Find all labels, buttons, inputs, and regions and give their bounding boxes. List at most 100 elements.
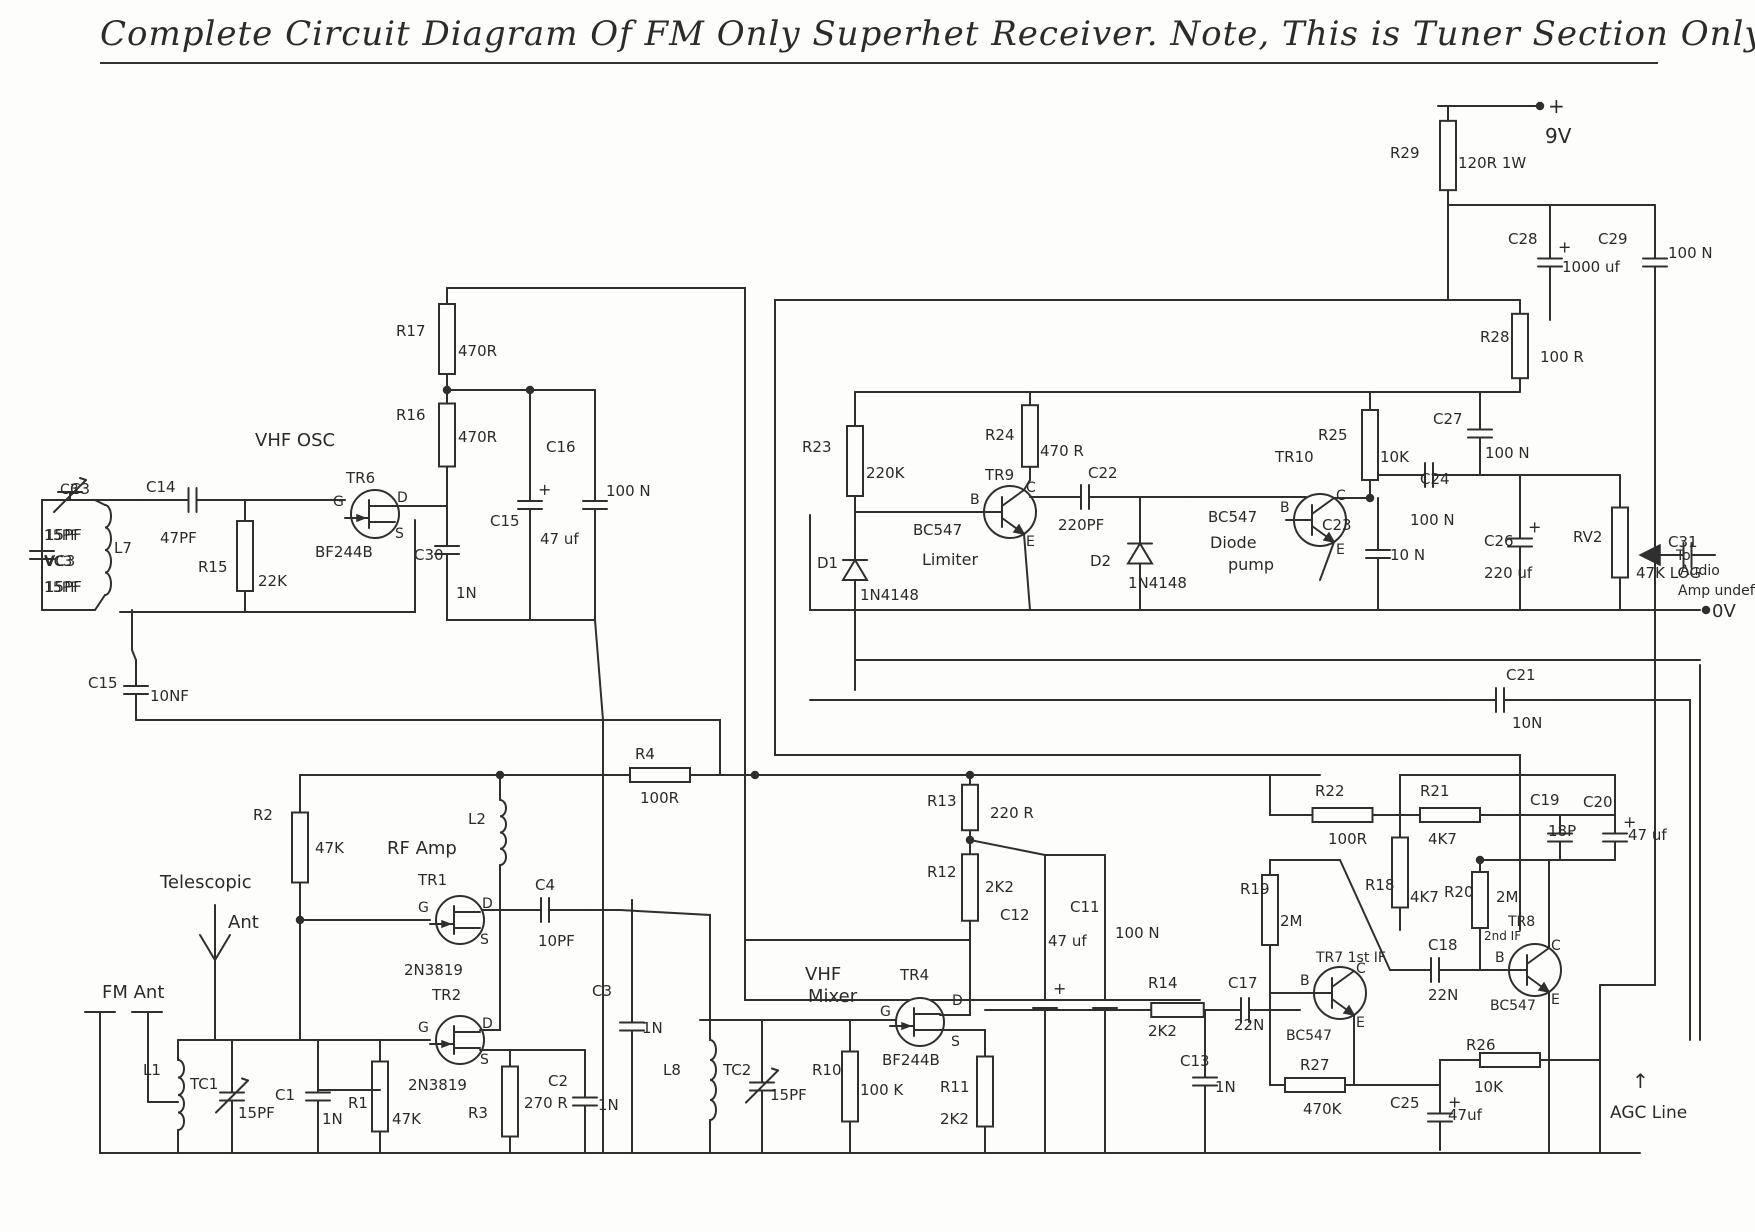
component-ref: R19 [1240, 880, 1270, 898]
pin-e: E [1336, 542, 1345, 558]
component-value: 100 N [1485, 444, 1530, 462]
pin-d: D [482, 1016, 493, 1032]
component-value: 100 N [1410, 511, 1455, 529]
component-value: 15PF [44, 580, 78, 596]
wire [1479, 939, 1502, 971]
wire [1023, 479, 1031, 491]
pin-d: D [397, 490, 408, 506]
component-ref: C3 [70, 480, 90, 498]
component-ref: C14 [146, 478, 176, 496]
wire [1399, 774, 1616, 816]
wire [1319, 541, 1335, 581]
polarity-mark: + [1053, 979, 1066, 998]
inductor-l1: L1 [143, 1059, 185, 1131]
pin-g: G [880, 1004, 891, 1020]
component-ref: L2 [468, 810, 486, 828]
component-value: 2K2 [940, 1110, 969, 1128]
component-ref: D2 [1090, 552, 1111, 570]
section-label: Limiter [922, 550, 979, 569]
component-value: 15PF [238, 1104, 275, 1122]
wire [131, 609, 137, 661]
component-ref: R4 [635, 745, 655, 763]
schematic-title: Complete Circuit Diagram Of FM Only Supe… [100, 14, 1755, 54]
component-ref: R3 [468, 1104, 488, 1122]
wire [969, 839, 1106, 856]
wire [1299, 1014, 1355, 1086]
component-ref: R21 [1420, 782, 1450, 800]
pin-d: D [482, 896, 493, 912]
diode-d2: D2 1N4148 [1090, 496, 1187, 611]
component-value: 220K [866, 464, 906, 482]
component-value: 100 R [1540, 348, 1584, 366]
component-value: BC547 [913, 521, 962, 539]
inductor-l7: L7 [104, 504, 132, 596]
component-ref: L1 [143, 1061, 161, 1079]
wire [774, 299, 1521, 931]
wire [1599, 319, 1656, 986]
supply-zero: 0V [1712, 601, 1736, 622]
component-value: 470R [458, 428, 497, 446]
component-ref: R1 [348, 1094, 368, 1112]
junction-dot [1365, 493, 1375, 503]
component-value: 47 uf [540, 530, 579, 548]
component-value: 22K [258, 572, 288, 590]
component-value: 100R [640, 789, 679, 807]
component-value: 120R 1W [1458, 154, 1526, 172]
component-value: 47 uf [1628, 826, 1667, 844]
component-value: 100R [1328, 830, 1367, 848]
wire [1023, 533, 1031, 611]
component-value: 1N4148 [1128, 574, 1187, 592]
component-value: 15PF [45, 578, 82, 596]
component-ref: TR1 [417, 871, 447, 889]
polarity-mark: + [1558, 238, 1571, 257]
component-ref: TC1 [189, 1075, 218, 1093]
component-value: 47 uf [1048, 932, 1087, 950]
section-label-line2: pump [1228, 555, 1274, 574]
pin-g: G [418, 1020, 429, 1036]
component-value: BF244B [315, 543, 373, 561]
component-ref: C21 [1506, 666, 1536, 684]
section-label-line1: Diode [1210, 533, 1257, 552]
pin-g: G [418, 900, 429, 916]
pin-c: C [1336, 488, 1346, 504]
component-ref: C26 [1484, 532, 1514, 550]
component-value: 22N [1234, 1016, 1264, 1034]
component-ref: TR8 [1507, 914, 1535, 930]
component-value: BC547 [1286, 1028, 1332, 1044]
section-label-line2: Amp undefined [1678, 583, 1755, 599]
component-ref: C23 [1322, 516, 1352, 534]
component-value: 2M [1496, 888, 1519, 906]
wire [479, 909, 501, 1031]
wire [594, 619, 604, 1154]
component-ref: R12 [927, 863, 957, 881]
component-ref: R26 [1466, 1036, 1496, 1054]
variable-arrow [745, 1067, 779, 1104]
component-value: 18P [1548, 822, 1576, 840]
component-ref: TR4 [899, 966, 929, 984]
component-value: 1N [642, 1019, 663, 1037]
component-ref: R20 [1444, 883, 1474, 901]
component-ref: TR2 [431, 986, 461, 1004]
component-ref: C3 [60, 482, 79, 498]
wire [119, 519, 416, 613]
component-value: 2K2 [1148, 1022, 1177, 1040]
component-ref: TR9 [984, 466, 1014, 484]
